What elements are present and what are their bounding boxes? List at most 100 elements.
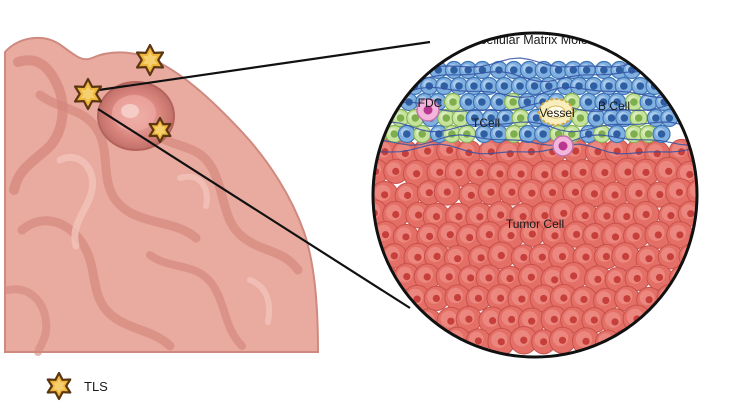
b-cell: [464, 76, 484, 96]
tumor-cell: [624, 265, 650, 292]
tissue-highlight: [56, 153, 97, 250]
tumor-cell: [689, 266, 697, 292]
tumor-cell: [373, 306, 379, 332]
b-cell: [534, 60, 553, 80]
tumor-cell: [678, 325, 697, 353]
tumor-cell: [685, 304, 697, 333]
tumor-cell: [560, 306, 587, 334]
b-cell: [594, 92, 613, 112]
t-cell: [443, 92, 463, 112]
tumor-cell: [457, 265, 484, 291]
tumor-cell: [394, 182, 421, 209]
tumor-cell: [433, 178, 461, 206]
tumor-cell: [436, 136, 464, 164]
ecm-fiber: [373, 134, 697, 146]
tumor-cell: [475, 264, 503, 292]
tumor-cell: [590, 158, 619, 187]
tumor-cell: [601, 181, 629, 209]
tumor-cell: [559, 261, 588, 291]
t-cell: [503, 92, 523, 112]
b-cell: [510, 76, 530, 96]
zoom-line-bottom: [97, 108, 411, 309]
fdc-cell: [552, 135, 574, 157]
tumor-cell: [455, 305, 483, 333]
tumor-cell: [549, 326, 577, 354]
tumor-cell: [486, 284, 515, 313]
legend-label: TLS: [84, 378, 108, 394]
b-cell: [496, 108, 515, 128]
tumor-cell: [519, 221, 545, 247]
tumor-cell: [581, 307, 608, 334]
b-cell: [587, 108, 606, 128]
star-icon: [46, 371, 72, 401]
tumor-cell: [423, 285, 450, 312]
tissue-highlight: [247, 277, 273, 325]
magnified-view: Extracellular Matrix Molecules FDC TCell…: [371, 31, 699, 359]
b-cell: [373, 92, 386, 112]
b-cell: [602, 108, 621, 128]
tumor-cell: [593, 287, 619, 314]
tumor-cell: [635, 327, 663, 354]
tissue-section: [4, 36, 320, 356]
tissue-fold: [9, 55, 68, 195]
tumor-cell: [696, 242, 697, 269]
tissue-fold: [17, 216, 175, 351]
tumor-cell: [677, 283, 697, 311]
fdc-cell: [416, 98, 440, 122]
star-icon: [148, 116, 172, 144]
tumor-cell: [487, 241, 516, 270]
tumor-cell: [583, 265, 612, 294]
b-cell: [375, 76, 394, 96]
tumor-cell: [540, 180, 566, 206]
b-cell: [435, 76, 454, 96]
tumor-cell: [541, 222, 569, 250]
tumor-cell: [528, 243, 556, 271]
tumor-cell: [666, 308, 693, 335]
tumor-cell: [686, 179, 697, 206]
tumor-cell: [635, 245, 663, 273]
b-cell: [599, 76, 619, 96]
tumor-cell: [423, 243, 451, 270]
tumor-cell: [486, 201, 515, 229]
tumor-cell: [373, 139, 378, 165]
b-cell: [518, 124, 538, 144]
tissue-fold: [146, 251, 246, 350]
tissue-fold: [35, 90, 201, 243]
tumor-cell: [612, 202, 641, 231]
legend: TLS: [44, 371, 108, 401]
t-cell: [385, 124, 404, 144]
b-cell: [615, 108, 634, 128]
tumor-cell: [563, 221, 590, 248]
zoom-line-top: [91, 40, 431, 93]
tumor-cell: [604, 267, 630, 293]
b-cell: [397, 124, 416, 144]
tumor-cell: [665, 178, 694, 207]
b-cell: [472, 92, 492, 112]
b-cell: [607, 124, 627, 144]
t-cell: [511, 108, 530, 128]
fdc-label: FDC: [418, 96, 443, 110]
tumor-cell: [657, 244, 684, 270]
tumor-cell: [695, 327, 697, 357]
b-cell: [489, 60, 509, 80]
tumor-cell: [406, 326, 432, 352]
tumor-cell: [562, 179, 589, 206]
t-cell: [624, 92, 643, 112]
b-cell: [495, 76, 514, 96]
tumor-cell: [549, 283, 578, 313]
bcell-label: B Cell: [598, 99, 630, 113]
tumor-cell: [581, 180, 608, 208]
b-cell: [652, 124, 671, 144]
vessel: [538, 98, 574, 126]
b-cell: [579, 92, 598, 112]
b-cell: [614, 76, 633, 96]
b-cell: [594, 60, 613, 80]
tumor-cell-cluster: [373, 136, 697, 357]
t-cell: [413, 124, 432, 144]
star-icon: [135, 43, 165, 77]
tcell-label: TCell: [472, 116, 500, 130]
b-cell: [584, 76, 603, 96]
t-cell: [437, 108, 456, 128]
tissue-fold: [145, 125, 303, 275]
tumor-cell: [696, 157, 697, 186]
